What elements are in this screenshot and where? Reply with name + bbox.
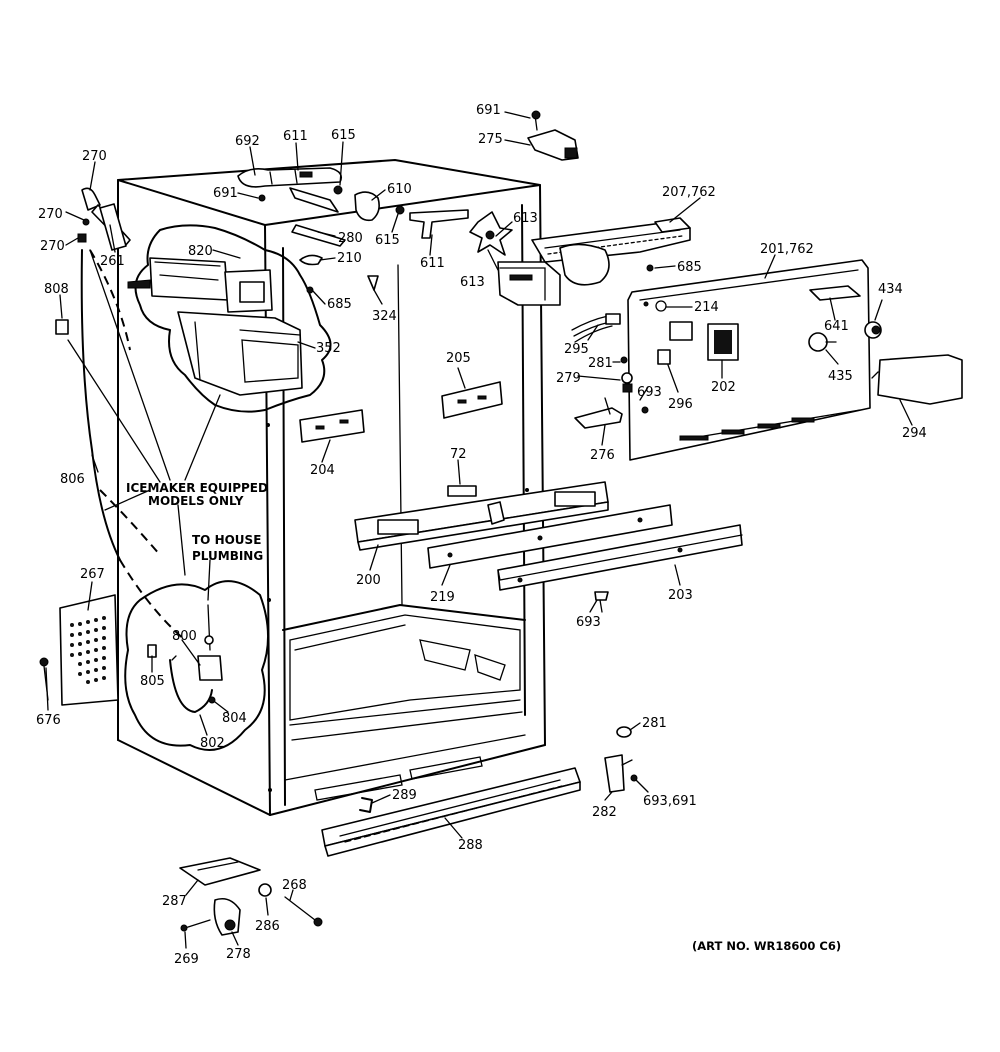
label-685-right: 685	[677, 260, 702, 275]
label-693-mid: 693	[576, 615, 601, 630]
label-805: 805	[140, 674, 165, 689]
label-676: 676	[36, 713, 61, 728]
label-202: 202	[711, 380, 736, 395]
label-820: 820	[188, 244, 213, 259]
label-802: 802	[200, 736, 225, 751]
plumbing-note-line2: PLUMBING	[192, 549, 263, 563]
label-434: 434	[878, 282, 903, 297]
label-203: 203	[668, 588, 693, 603]
label-201-762: 201,762	[760, 242, 814, 257]
label-204: 204	[310, 463, 335, 478]
icemaker-assembly	[127, 224, 332, 413]
label-288: 288	[458, 838, 483, 853]
top-parts	[237, 167, 469, 294]
fan-and-control-housing	[469, 110, 691, 306]
label-219: 219	[430, 590, 455, 605]
label-804: 804	[222, 711, 247, 726]
label-352: 352	[316, 341, 341, 356]
label-268: 268	[282, 878, 307, 893]
label-615-mid: 615	[375, 233, 400, 248]
label-611-top: 611	[283, 129, 308, 144]
label-269: 269	[174, 952, 199, 967]
label-207-762: 207,762	[662, 185, 716, 200]
label-282: 282	[592, 805, 617, 820]
label-287: 287	[162, 894, 187, 909]
label-205: 205	[446, 351, 471, 366]
label-280: 280	[338, 231, 363, 246]
label-200: 200	[356, 573, 381, 588]
label-641: 641	[824, 319, 849, 334]
part-labels: 691 275 692 611 615 270 691 610 207,762 …	[36, 103, 927, 967]
plumbing-note-line1: TO HOUSE	[192, 533, 261, 547]
label-693-upper: 693	[637, 385, 662, 400]
label-261: 261	[100, 254, 125, 269]
label-324: 324	[372, 309, 397, 324]
label-685-left: 685	[327, 297, 352, 312]
label-691-top: 691	[476, 103, 501, 118]
label-275: 275	[478, 132, 503, 147]
label-296: 296	[668, 397, 693, 412]
label-278: 278	[226, 947, 251, 962]
label-806: 806	[60, 472, 85, 487]
label-800: 800	[172, 629, 197, 644]
leader-lines	[45, 111, 913, 949]
label-210: 210	[337, 251, 362, 266]
label-286: 286	[255, 919, 280, 934]
label-691-mid: 691	[213, 186, 238, 201]
label-295: 295	[564, 342, 589, 357]
rails	[354, 481, 743, 613]
art-number: (ART NO. WR18600 C6)	[692, 939, 841, 953]
label-279: 279	[556, 371, 581, 386]
label-270-top: 270	[82, 149, 107, 164]
label-281-upper: 281	[588, 356, 613, 371]
label-435: 435	[828, 369, 853, 384]
control-panel-assembly	[571, 259, 963, 461]
grille-holes	[70, 616, 106, 684]
label-615-top: 615	[331, 128, 356, 143]
label-808: 808	[44, 282, 69, 297]
label-289: 289	[392, 788, 417, 803]
mid-brackets	[299, 381, 503, 443]
label-294: 294	[902, 426, 927, 441]
label-72: 72	[450, 447, 467, 462]
label-693-691: 693,691	[643, 794, 697, 809]
label-270-mid: 270	[38, 207, 63, 222]
icemaker-note-line2: MODELS ONLY	[148, 494, 244, 508]
label-276: 276	[590, 448, 615, 463]
label-611-low: 611	[420, 256, 445, 271]
label-214: 214	[694, 300, 719, 315]
label-281-lower: 281	[642, 716, 667, 731]
label-610: 610	[387, 182, 412, 197]
notes: ICEMAKER EQUIPPED MODELS ONLY TO HOUSE P…	[126, 481, 841, 953]
icemaker-note-line1: ICEMAKER EQUIPPED	[126, 481, 268, 495]
label-270-low: 270	[40, 239, 65, 254]
label-613-low: 613	[460, 275, 485, 290]
lower-parts	[179, 726, 649, 936]
label-613-right: 613	[513, 211, 538, 226]
label-267: 267	[80, 567, 105, 582]
label-692: 692	[235, 134, 260, 149]
